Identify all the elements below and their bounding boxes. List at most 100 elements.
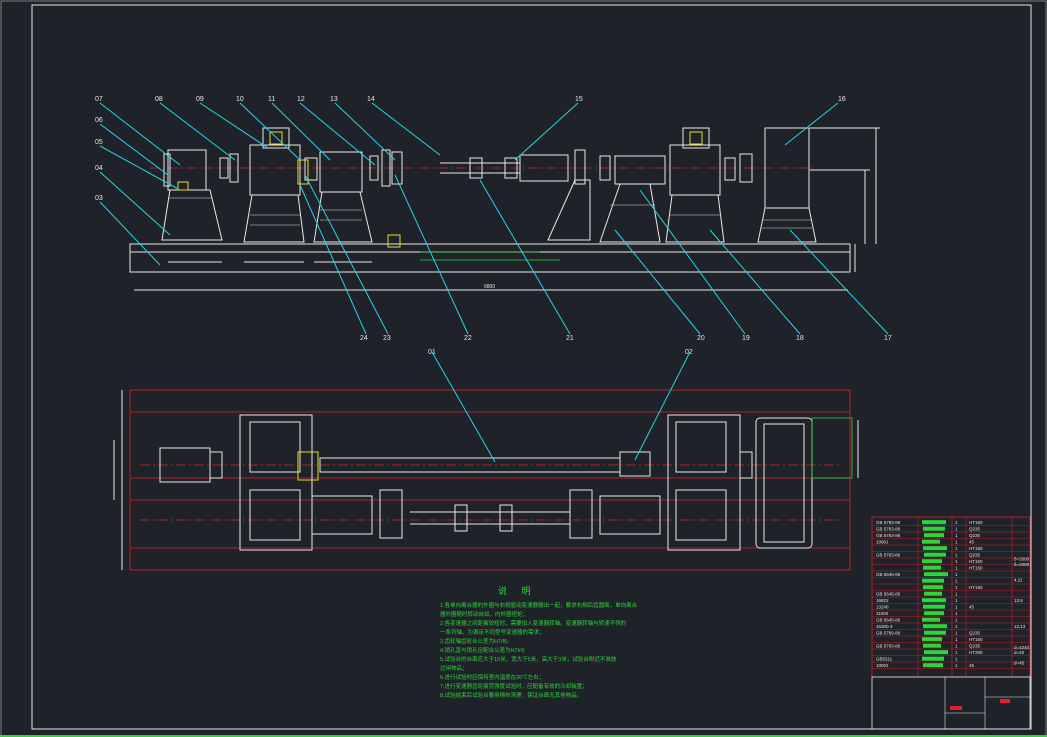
table-row-code: GB 5783-86 [876, 533, 901, 538]
gearbox-mid-right [614, 155, 666, 185]
table-row-code: 45300-3 [876, 624, 893, 629]
part-label: 15 [575, 96, 583, 103]
part-label: 09 [196, 96, 204, 103]
gearbox-left-plan [239, 414, 313, 551]
table-row-remark: 12,13 [1014, 624, 1026, 629]
plan-outline [129, 389, 851, 571]
part-label: 10 [236, 96, 244, 103]
part-label: 12 [297, 96, 305, 103]
table-row-qty: 1 [955, 663, 958, 668]
part-label: 17 [884, 335, 892, 342]
table-row-qty: 1 [955, 611, 958, 616]
table-row-code: 1000J [876, 540, 888, 545]
leader-lines-front [99, 102, 889, 335]
table-row-material: Q235 [969, 631, 981, 636]
table-row-name-block [922, 598, 946, 603]
part-label: 05 [95, 139, 103, 146]
table-row-qty: 1 [955, 572, 958, 577]
part-label: 22 [464, 335, 472, 342]
table-row-material: HT150 [969, 520, 983, 525]
part-label: 02 [685, 349, 693, 356]
gearbox-right [669, 144, 721, 196]
table-row-qty: 1 [955, 566, 958, 571]
table-row-name-block [923, 565, 941, 570]
gearbox-right-plan [667, 414, 741, 551]
part-label: 08 [155, 96, 163, 103]
table-row-name-block [923, 604, 945, 609]
table-row-material: HT200 [969, 650, 983, 655]
notes-title: 说 明 [498, 585, 537, 596]
table-row-code: GB 5783-86 [876, 553, 901, 558]
part-label: 18 [796, 335, 804, 342]
table-row-name-block [922, 637, 942, 642]
front-view: 6800 [129, 127, 880, 291]
note-line: 4.销孔直与销孔径配合公差为H7/r6; [440, 646, 526, 654]
table-row-name-block [924, 650, 948, 655]
table-row-qty: 1 [955, 540, 958, 545]
table-row-material: HT150 [969, 566, 983, 571]
gearbox-mid-left [319, 151, 363, 193]
table-row-material: Q235 [969, 533, 981, 538]
part-label: 20 [697, 335, 705, 342]
part-label: 23 [383, 335, 391, 342]
table-row-code: GB 5645-86 [876, 592, 901, 597]
table-row-name-block [922, 539, 940, 544]
note-line: 一系列轴。为满足不同型号变速器的需求； [440, 628, 545, 636]
title-block [871, 676, 1031, 730]
table-row-material: Q235 [969, 553, 981, 558]
table-row-name-block [922, 656, 944, 661]
table-row-remark: δ=2000 [1014, 562, 1030, 567]
table-row-qty: 1 [955, 624, 958, 629]
table-row-material: Q235 [969, 644, 981, 649]
table-row-name-block [923, 643, 941, 648]
table-row-name-block [924, 591, 942, 596]
dynamometer-plan [755, 417, 813, 549]
part-label: 16 [838, 96, 846, 103]
table-row-code: GB5311 [876, 657, 893, 662]
table-row-material: 45 [969, 663, 975, 668]
table-row-code: 13240 [876, 605, 889, 610]
table-row-name-block [924, 630, 946, 635]
table-row-material: HT150 [969, 585, 983, 590]
table-row-qty: 1 [955, 618, 958, 623]
part-label: 07 [95, 96, 103, 103]
title-stamp [950, 706, 962, 710]
table-row-qty: 1 [955, 631, 958, 636]
table-row-name-block [923, 624, 947, 629]
table-row-name-block [922, 578, 944, 583]
part-labels: 07 06 05 04 03 08 09 10 11 12 13 14 15 1… [95, 96, 892, 356]
table-row-name-block [923, 546, 947, 551]
table-row-remark: d=45 [1014, 661, 1025, 666]
table-row-code: 16822 [876, 598, 889, 603]
part-label: 19 [742, 335, 750, 342]
table-row-material: 45 [969, 540, 975, 545]
top-view [113, 351, 859, 571]
table-row-qty: 1 [955, 657, 958, 662]
table-row-name-block [924, 611, 944, 616]
table-row-qty: 1 [955, 637, 958, 642]
table-row-qty: 1 [955, 579, 958, 584]
table-row-code: GB 5789-86 [876, 631, 901, 636]
table-row-remark: δ=2000 [1014, 557, 1030, 562]
table-row-name-block [922, 617, 940, 622]
table-row-material: HT150 [969, 546, 983, 551]
table-row-qty: 1 [955, 598, 958, 603]
table-row-qty: 1 [955, 650, 958, 655]
part-label: 24 [360, 335, 368, 342]
torque-sensor [519, 154, 569, 182]
note-line: 2.各变速器之间距离较短时，需要加入变速器转轴。变速器转轴与转速不得的 [440, 619, 627, 627]
table-row-qty: 1 [955, 559, 958, 564]
table-row-remark: 13.5 [1014, 598, 1023, 603]
table-row-name-block [922, 520, 946, 525]
note-line: 6.进行试验时应保持室内温度在20℃左右； [440, 673, 544, 681]
table-row-name-block [923, 585, 943, 590]
table-row-code: 10001 [876, 663, 889, 668]
note-line: 8.试验结束后试验台要用棉布清理，保证台面无其他物品。 [440, 691, 582, 699]
table-row-code: GB 5783-86 [876, 520, 901, 525]
note-line: 器外圈随时转动自如，内外圈扭矩； [440, 610, 528, 618]
base-plate [129, 243, 851, 273]
table-row-name-block [923, 526, 945, 531]
table-row-qty: 1 [955, 592, 958, 597]
